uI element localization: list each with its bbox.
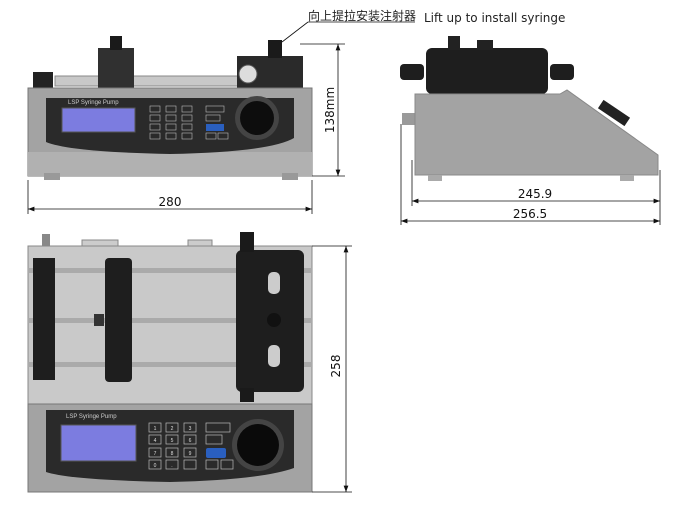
run-key [206,124,224,131]
key-9: 9 [189,451,192,457]
guide-rod [28,362,312,367]
right-thumbscrew [550,64,574,80]
key-1: 1 [154,426,157,432]
depth-dimension: 258 [329,355,343,378]
side-knob [477,40,493,50]
keypad [148,422,234,470]
overall-length-dimension: 256.5 [513,207,547,221]
foot [620,175,634,181]
holder-clamp [238,64,258,84]
holder-knob [240,388,254,402]
control-knob [240,101,274,135]
pusher-knob [110,36,122,50]
key-7: 7 [154,451,157,457]
end-block [33,72,53,88]
inner-length-dimension: 245.9 [518,187,552,201]
pusher-block [105,258,132,382]
front-view: LSP Syringe Pump 280 138mm 向上提拉安装注射器 Lif… [27,8,565,214]
key-5: 5 [171,438,174,444]
chinese-note: 向上提拉安装注射器 [308,8,416,23]
left-thumbscrew [400,64,424,80]
lift-knob [268,40,282,58]
english-note: Lift up to install syringe [424,11,565,25]
foot [282,173,298,180]
height-dimension: 138mm [323,87,337,133]
panel-title: LSP Syringe Pump [66,414,117,420]
key-3: 3 [189,426,192,432]
body-lower [28,152,312,176]
holder-slot [268,272,280,294]
key-6: 6 [189,438,192,444]
foot [428,175,442,181]
lead-screw [28,318,312,323]
key-0: 0 [154,463,157,469]
side-knob-edge [597,99,631,127]
rod-end [402,113,416,125]
leader-line [281,21,309,43]
pusher-latch [94,314,104,326]
key-dot: . [171,463,172,469]
lcd-screen [60,424,137,462]
top-view: LSP Syringe Pump 1 2 3 4 5 6 7 8 9 0 . [27,232,352,493]
holder-slot [268,345,280,367]
width-dimension: 280 [159,195,182,209]
foot [44,173,60,180]
side-view: 245.9 256.5 [400,36,661,225]
side-knob [448,36,460,50]
run-key [206,448,226,458]
guide-rod [28,268,312,273]
panel-title: LSP Syringe Pump [68,100,119,106]
end-plate [33,258,55,380]
key-4: 4 [154,438,157,444]
carriage-block [426,48,548,94]
holder-screw [267,313,281,327]
pusher-block [98,48,134,88]
lift-knob [240,232,254,252]
control-knob [237,424,279,466]
connector [42,234,50,246]
keypad [149,105,229,140]
keypad-labels: 1 2 3 4 5 6 7 8 9 0 . [154,426,192,469]
side-body [414,89,659,176]
key-8: 8 [171,451,174,457]
lcd-screen [61,107,136,133]
key-2: 2 [171,426,174,432]
